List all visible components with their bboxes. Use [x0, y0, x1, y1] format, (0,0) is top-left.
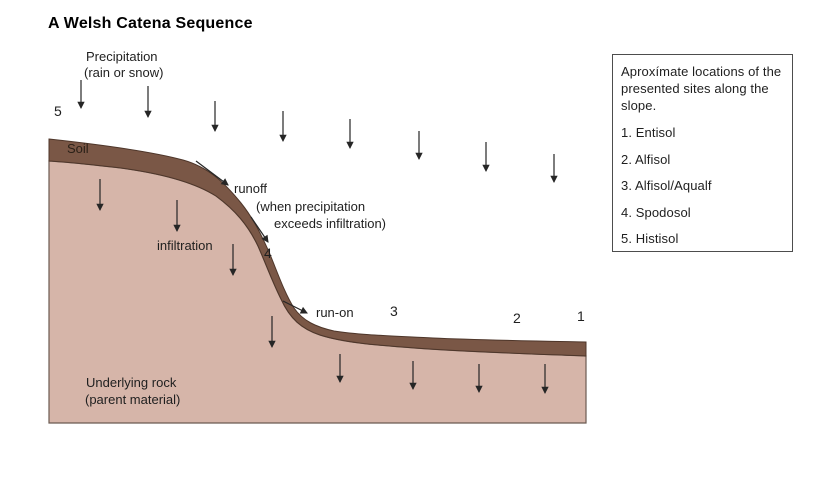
- precipitation-arrows: [77, 80, 558, 184]
- infiltration-arrows: [96, 179, 549, 395]
- site-4-pointer-arrow-icon: [250, 216, 269, 243]
- run-on-arrow-icon: [282, 300, 308, 314]
- infiltration-label: infiltration: [157, 238, 213, 253]
- precipitation-label-line2: (rain or snow): [84, 65, 164, 80]
- runoff-note-line1: (when precipitation: [256, 199, 366, 214]
- site-marker-2: 2: [513, 310, 521, 326]
- soil-label: Soil: [67, 141, 89, 156]
- legend-item-entisol: 1. Entisol: [621, 125, 676, 140]
- legend-intro: Aproxímate locations of the presented si…: [621, 64, 782, 113]
- run-on-label: run-on: [316, 305, 354, 320]
- runoff-note-line2: exceeds infiltration): [274, 216, 386, 231]
- precipitation-label-line1: Precipitation: [86, 49, 158, 64]
- legend-item-spodosol: 4. Spodosol: [621, 204, 691, 220]
- soil-layer-shape: [48, 138, 587, 357]
- legend-item-histisol: 5. Histisol: [621, 231, 679, 246]
- site-marker-1: 1: [577, 308, 585, 324]
- underlying-rock-label-line1: Underlying rock: [86, 375, 177, 390]
- site-marker-4: 4: [264, 245, 272, 261]
- legend-item-alfisol-aqualf: 3. Alfisol/Aqualf: [621, 178, 712, 193]
- page-title: A Welsh Catena Sequence: [48, 15, 253, 32]
- site-marker-5: 5: [54, 103, 62, 119]
- legend-item-alfisol: 2. Alfisol: [621, 151, 671, 167]
- runoff-arrow-icon: [195, 160, 229, 186]
- runoff-label: runoff: [234, 181, 268, 196]
- underlying-rock-label-line2: (parent material): [85, 392, 181, 407]
- legend-box: Aproxímate locations of the presented si…: [612, 54, 793, 252]
- site-marker-3: 3: [390, 303, 398, 319]
